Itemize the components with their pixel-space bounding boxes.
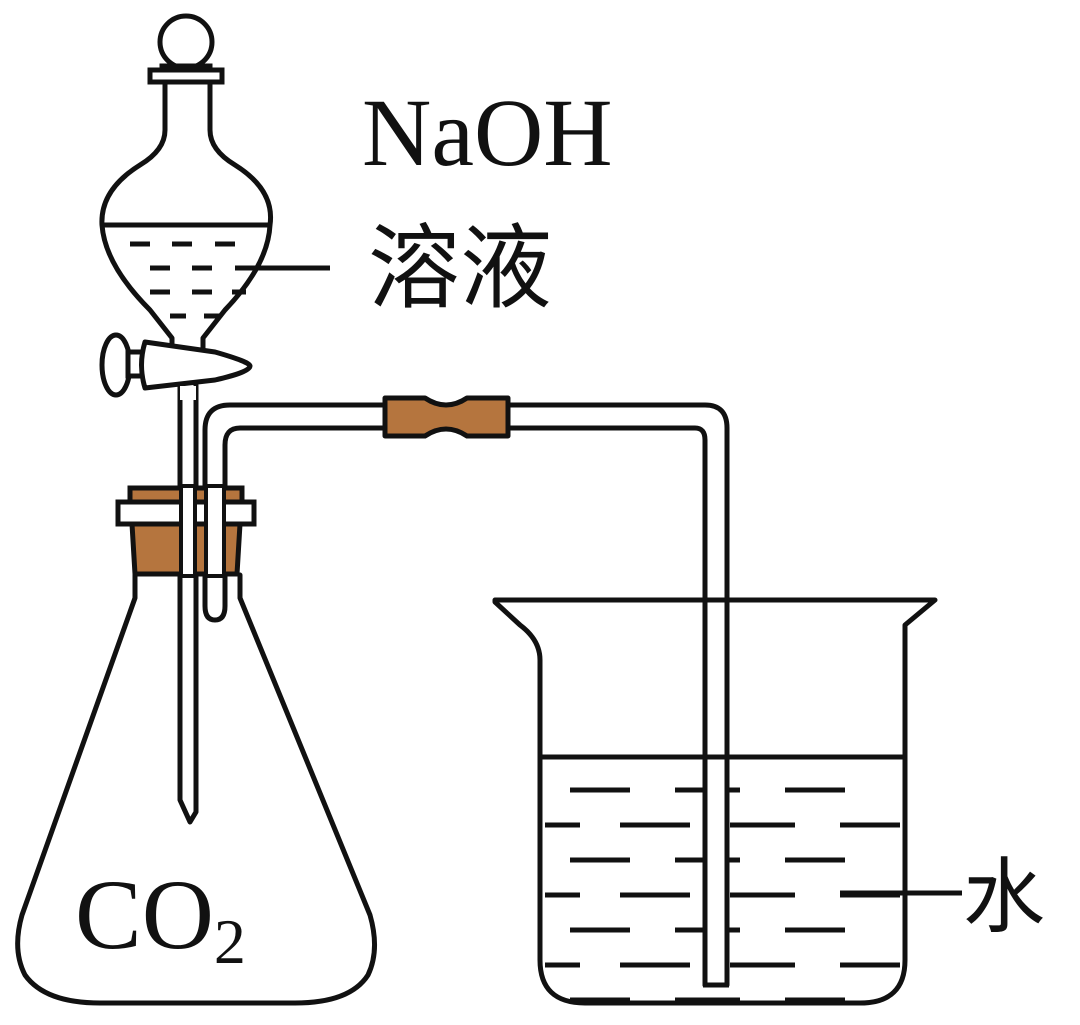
delivery-tube-submerged — [707, 760, 725, 982]
separatory-funnel-icon — [99, 13, 274, 400]
funnel-stem-tube — [177, 382, 199, 825]
rubber-connector — [382, 395, 511, 439]
rubber-stopper — [115, 484, 257, 578]
co2-main: CO — [75, 859, 214, 970]
co2-subscript: 2 — [214, 906, 246, 977]
solution-label: 溶液 — [368, 215, 552, 322]
short-tube-end — [202, 517, 228, 623]
water-label: 水 — [963, 850, 1045, 945]
co2-label: CO2 — [75, 859, 246, 977]
delivery-tube — [202, 402, 730, 988]
conical-flask-icon — [15, 572, 377, 1006]
naoh-label: NaOH — [362, 79, 613, 186]
